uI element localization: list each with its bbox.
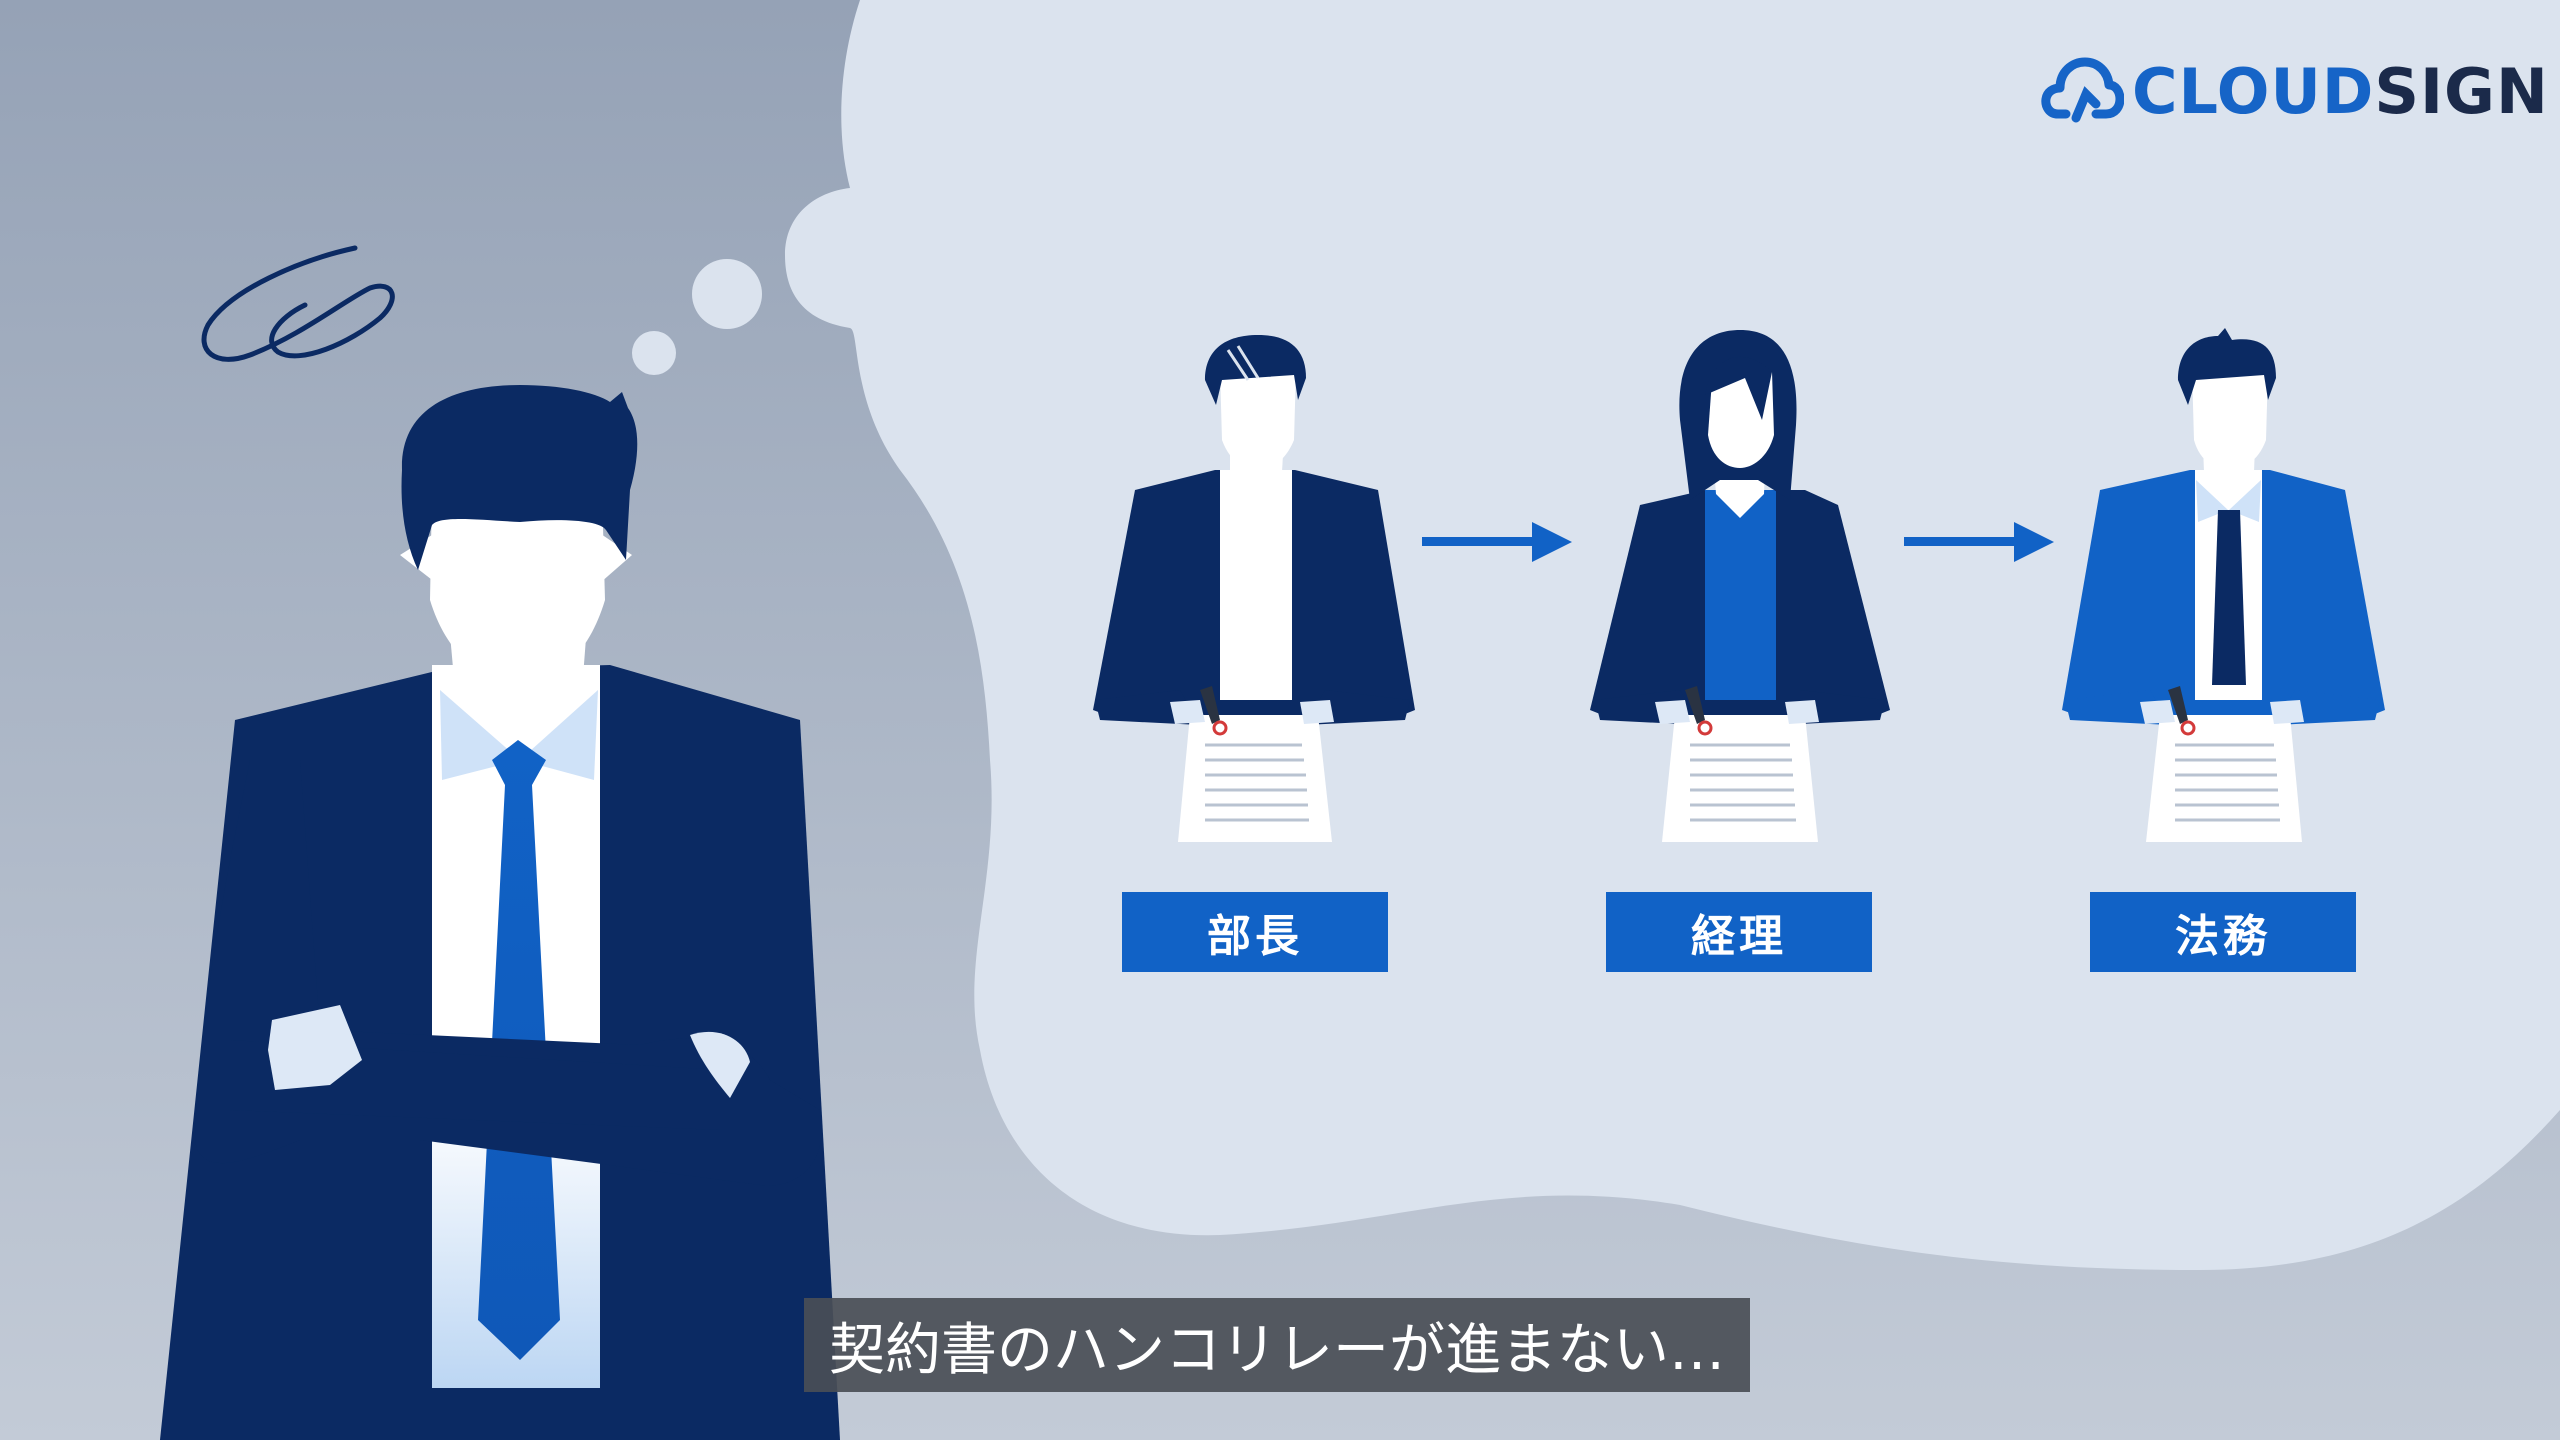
step-label-manager: 部長 bbox=[1122, 892, 1388, 972]
step-label-legal: 法務 bbox=[2090, 892, 2356, 972]
thought-dot-large bbox=[692, 259, 762, 329]
arrow-right-icon bbox=[1422, 522, 1572, 562]
logo-text-sign: SIGN bbox=[2374, 55, 2549, 128]
accountant-figure bbox=[1590, 330, 1890, 842]
subtitle-caption: 契約書のハンコリレーが進まない… bbox=[804, 1298, 1750, 1392]
scribble-icon bbox=[201, 245, 395, 362]
manager-figure bbox=[1093, 335, 1415, 842]
thought-dot-small bbox=[632, 331, 676, 375]
arrow-right-icon bbox=[1904, 522, 2054, 562]
legal-figure bbox=[2062, 328, 2385, 842]
step-label-accounting: 経理 bbox=[1606, 892, 1872, 972]
main-character bbox=[160, 385, 840, 1440]
logo-text-cloud: CLOUD bbox=[2132, 55, 2375, 128]
stamp-icon bbox=[1200, 686, 1220, 724]
cloudsign-logo: CLOUDSIGN bbox=[2040, 48, 2548, 128]
cloud-logo-icon bbox=[2041, 57, 2124, 123]
